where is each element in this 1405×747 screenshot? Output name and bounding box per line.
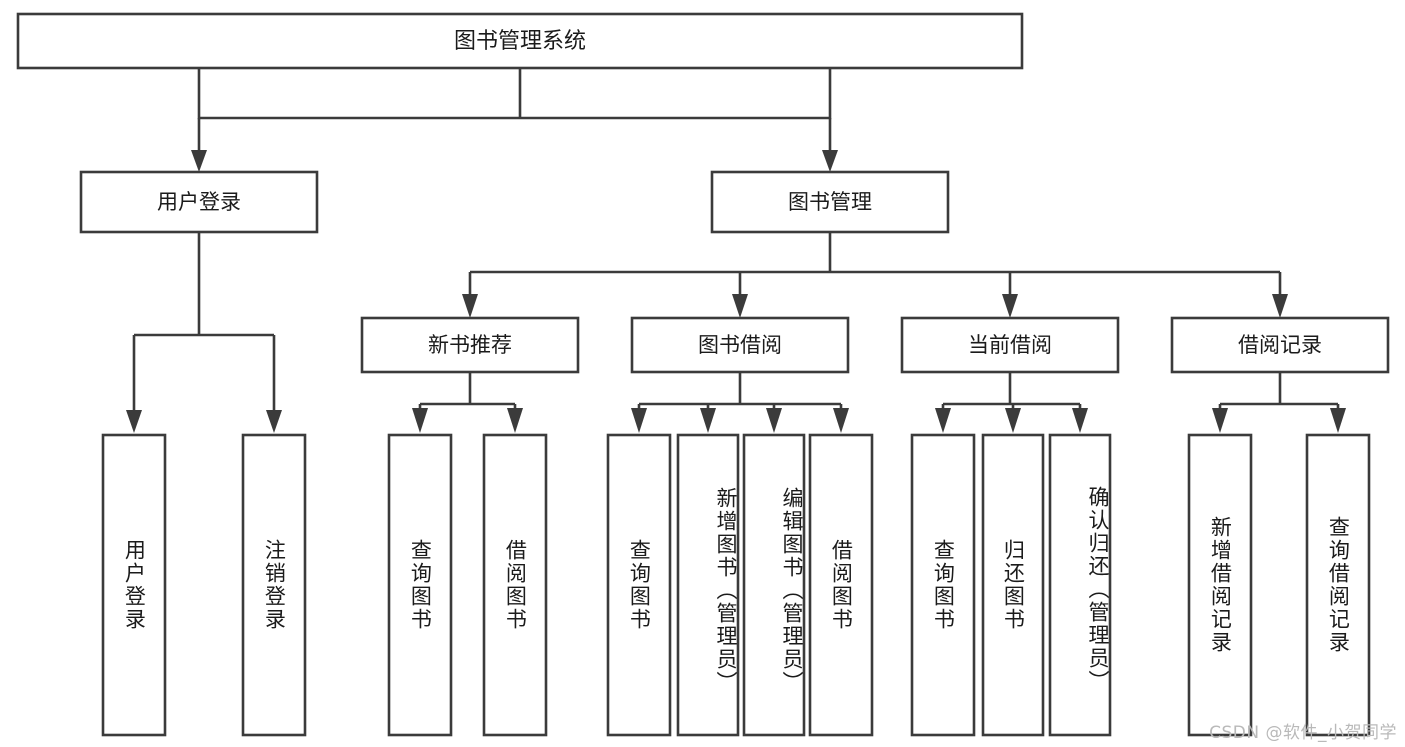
leaf-add-record-box[interactable] — [1187, 433, 1253, 737]
arrowhead-leaf-confirm-return — [1072, 408, 1088, 433]
leaf-add-book-box[interactable] — [676, 433, 740, 737]
leaf-query-book-3-box[interactable] — [910, 433, 976, 737]
node-borrow-record-label: 借阅记录 — [1238, 333, 1322, 357]
arrowhead-user-login — [191, 150, 207, 172]
arrowhead-leaf-user-logout — [266, 410, 282, 433]
arrowhead-borrow-record — [1272, 294, 1288, 318]
connector-root-to-level2 — [197, 68, 832, 120]
arrowhead-leaf-query-book-2 — [631, 408, 647, 433]
leaf-borrow-book-1-box[interactable] — [482, 433, 548, 737]
leaf-user-logout-box[interactable] — [241, 433, 307, 737]
leaf-confirm-return-box[interactable] — [1048, 433, 1112, 737]
arrowhead-leaf-query-record — [1330, 408, 1346, 433]
arrowhead-leaf-query-book-3 — [935, 408, 951, 433]
arrowhead-book-borrow — [732, 294, 748, 318]
node-root-box[interactable] — [16, 12, 1024, 70]
node-book-borrow-box[interactable] — [630, 316, 850, 374]
arrowhead-leaf-user-login — [126, 410, 142, 433]
leaf-query-book-1-box[interactable] — [387, 433, 453, 737]
leaf-borrow-book-2-box[interactable] — [808, 433, 874, 737]
arrowhead-leaf-add-book — [700, 408, 716, 433]
arrowhead-book-management — [822, 150, 838, 172]
node-current-borrow-label: 当前借阅 — [968, 333, 1052, 357]
arrowhead-leaf-query-book-1 — [412, 408, 428, 433]
node-new-book-recommend-label: 新书推荐 — [428, 333, 512, 357]
arrowhead-leaf-add-record — [1212, 408, 1228, 433]
leaf-query-book-2-box[interactable] — [606, 433, 672, 737]
arrowhead-new-book-recommend — [462, 294, 478, 318]
leaf-user-login-box[interactable] — [101, 433, 167, 737]
node-book-management-box[interactable] — [710, 170, 950, 234]
node-new-book-recommend-box[interactable] — [360, 316, 580, 374]
node-root-label: 图书管理系统 — [454, 29, 586, 54]
node-current-borrow-box[interactable] — [900, 316, 1120, 374]
node-book-management-label: 图书管理 — [788, 190, 872, 214]
node-book-borrow-label: 图书借阅 — [698, 333, 782, 357]
nodes-layer: 图书管理系统 用户登录 图书管理 新书推荐 图书借阅 当前借阅 借阅记录 — [16, 12, 1390, 737]
node-user-login-label: 用户登录 — [157, 190, 241, 214]
arrowhead-current-borrow — [1002, 294, 1018, 318]
node-user-login-box[interactable] — [79, 170, 319, 234]
arrowhead-leaf-borrow-book-2 — [833, 408, 849, 433]
leaf-return-book-box[interactable] — [981, 433, 1045, 737]
connectors-layer — [126, 68, 1346, 433]
leaf-query-record-box[interactable] — [1305, 433, 1371, 737]
node-borrow-record-box[interactable] — [1170, 316, 1390, 374]
leaf-edit-book-box[interactable] — [742, 433, 806, 737]
arrowhead-leaf-return-book — [1005, 408, 1021, 433]
arrowhead-leaf-edit-book — [766, 408, 782, 433]
arrowhead-leaf-borrow-book-1 — [507, 408, 523, 433]
